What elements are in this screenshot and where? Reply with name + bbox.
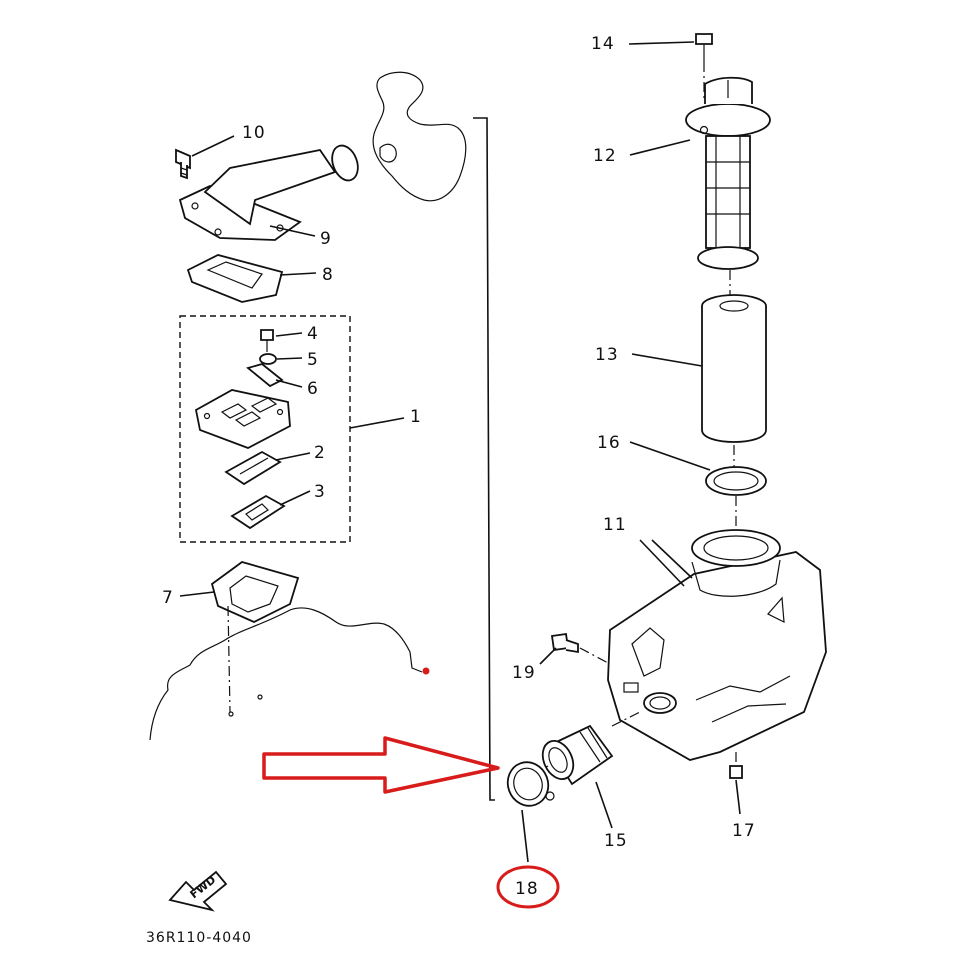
label-part-4: 4 bbox=[307, 324, 319, 344]
leader-4 bbox=[275, 332, 303, 337]
label-part-10: 10 bbox=[242, 123, 266, 143]
silhouette-detail bbox=[379, 143, 397, 163]
seal-ring-part-16 bbox=[705, 466, 767, 496]
crankcase-outline bbox=[149, 607, 423, 741]
label-part-16: 16 bbox=[597, 433, 621, 453]
label-part-7: 7 bbox=[162, 588, 174, 608]
leader-8 bbox=[279, 272, 317, 276]
leader-5 bbox=[276, 357, 303, 360]
label-part-8: 8 bbox=[322, 265, 334, 285]
label-part-11: 11 bbox=[603, 515, 627, 535]
label-part-6: 6 bbox=[307, 379, 319, 399]
leader-9 bbox=[269, 225, 316, 237]
drain-plug-part-17 bbox=[729, 765, 743, 779]
red-marker-dot bbox=[422, 667, 430, 675]
label-part-1: 1 bbox=[410, 407, 422, 427]
highlight-circle bbox=[496, 865, 560, 909]
leader-11 bbox=[639, 539, 685, 587]
label-part-14: 14 bbox=[591, 34, 615, 54]
leader-1 bbox=[349, 417, 405, 429]
label-part-15: 15 bbox=[604, 831, 628, 851]
washer-part-5 bbox=[259, 353, 277, 365]
label-part-19: 19 bbox=[512, 663, 536, 683]
reference-line bbox=[473, 117, 495, 801]
leader-18 bbox=[521, 809, 529, 863]
leader-10 bbox=[191, 135, 235, 157]
label-part-18: 18 bbox=[515, 879, 539, 899]
filter-element-part-13 bbox=[701, 294, 767, 443]
leader-11b bbox=[651, 539, 693, 579]
reed-valve-assembly-box bbox=[179, 315, 351, 543]
label-part-13: 13 bbox=[595, 345, 619, 365]
oil-tank-part-11 bbox=[607, 529, 827, 761]
centerline-19 bbox=[579, 647, 611, 665]
reed-petal-part-2 bbox=[224, 450, 282, 486]
label-part-2: 2 bbox=[314, 443, 326, 463]
leader-6 bbox=[275, 379, 303, 388]
screw-part-14 bbox=[695, 33, 713, 62]
bolt-part-10 bbox=[175, 148, 191, 180]
stopper-plate-part-6 bbox=[246, 363, 284, 388]
drawing-code: 36R110-4040 bbox=[146, 930, 252, 946]
leader-7 bbox=[179, 591, 215, 597]
hose-clip-part-18 bbox=[506, 761, 555, 807]
screw-part-4 bbox=[260, 329, 274, 352]
fitting-part-15 bbox=[541, 724, 614, 786]
label-part-3: 3 bbox=[314, 482, 326, 502]
intake-elbow-part-9 bbox=[178, 144, 359, 241]
label-part-17: 17 bbox=[732, 821, 756, 841]
leader-16 bbox=[629, 441, 711, 471]
centerline-15b bbox=[611, 711, 641, 727]
leader-13 bbox=[631, 353, 703, 367]
leader-17 bbox=[735, 779, 741, 815]
hole-mark bbox=[228, 711, 234, 717]
label-part-5: 5 bbox=[307, 350, 319, 370]
gasket-part-7 bbox=[210, 561, 300, 623]
leader-19 bbox=[539, 647, 557, 665]
reed-stopper-part-3 bbox=[230, 494, 286, 530]
label-part-12: 12 bbox=[593, 146, 617, 166]
leader-12 bbox=[629, 139, 691, 156]
reed-valve-block bbox=[194, 389, 291, 449]
filler-cap-part-12 bbox=[685, 76, 771, 270]
engine-silhouette-top bbox=[372, 71, 467, 202]
leader-15 bbox=[595, 781, 613, 829]
leader-14 bbox=[628, 41, 695, 45]
highlight-arrow bbox=[262, 736, 500, 794]
fwd-arrow-tag: FWD bbox=[168, 870, 228, 912]
centerline-7 bbox=[227, 605, 231, 713]
label-part-9: 9 bbox=[320, 229, 332, 249]
leader-3 bbox=[279, 490, 311, 506]
gasket-part-8 bbox=[186, 254, 284, 303]
bolt-part-19 bbox=[550, 632, 579, 654]
leader-2 bbox=[275, 452, 311, 461]
hole-mark bbox=[257, 694, 263, 700]
